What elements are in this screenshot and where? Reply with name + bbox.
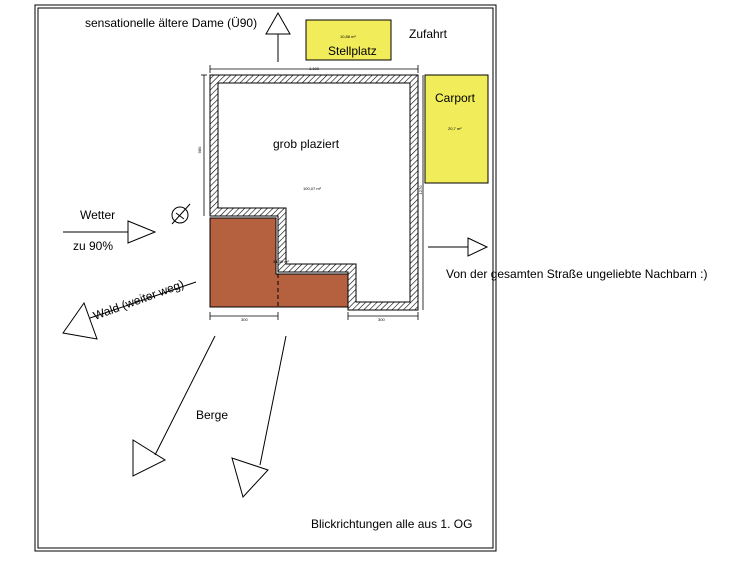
terrace-area: 34,39 m² bbox=[273, 259, 289, 264]
zufahrt-label: Zufahrt bbox=[409, 27, 448, 41]
dim-bottom-left: 300 bbox=[241, 317, 248, 322]
plot-border-inner bbox=[37, 7, 494, 549]
carport-box bbox=[424, 74, 489, 184]
house-area: 100,07 m² bbox=[303, 186, 322, 191]
stellplatz-box bbox=[305, 19, 392, 61]
dimension-lines bbox=[201, 65, 424, 320]
mountain-arrow-1 bbox=[132, 335, 216, 477]
stellplatz-label: Stellplatz bbox=[328, 44, 377, 58]
compass-icon bbox=[171, 203, 191, 225]
forest-arrow bbox=[62, 281, 197, 340]
stellplatz-area: 10,88 m² bbox=[340, 34, 356, 39]
dim-right-label: 1270 bbox=[418, 185, 423, 195]
dim-top-label: 1.100 bbox=[309, 66, 320, 71]
neighbors-label: Von der gesamten Straße ungeliebte Nachb… bbox=[446, 267, 708, 281]
weather-arrow bbox=[63, 220, 157, 244]
note-label: Blickrichtungen alle aus 1. OG bbox=[311, 517, 473, 531]
dim-bottom-right: 300 bbox=[378, 317, 385, 322]
weather-label: Wetter bbox=[80, 208, 116, 222]
house-walls bbox=[209, 74, 419, 311]
mountain-arrow-2 bbox=[231, 335, 287, 498]
carport-label: Carport bbox=[435, 91, 476, 105]
neighbor-top-label: sensationelle ältere Dame (Ü90) bbox=[85, 16, 258, 30]
carport-area: 20,7 m² bbox=[448, 126, 462, 131]
forest-label: Wald (weiter weg) bbox=[91, 277, 186, 323]
neighbors-arrow bbox=[428, 237, 489, 257]
mountains-label: Berge bbox=[196, 408, 229, 422]
dim-left-label: 980 bbox=[197, 146, 202, 153]
north-arrow bbox=[265, 11, 291, 62]
weather-percent: zu 90% bbox=[73, 239, 114, 253]
plot-border-outer bbox=[34, 4, 497, 552]
house-label: grob plaziert bbox=[273, 137, 340, 151]
terrace bbox=[209, 217, 349, 308]
